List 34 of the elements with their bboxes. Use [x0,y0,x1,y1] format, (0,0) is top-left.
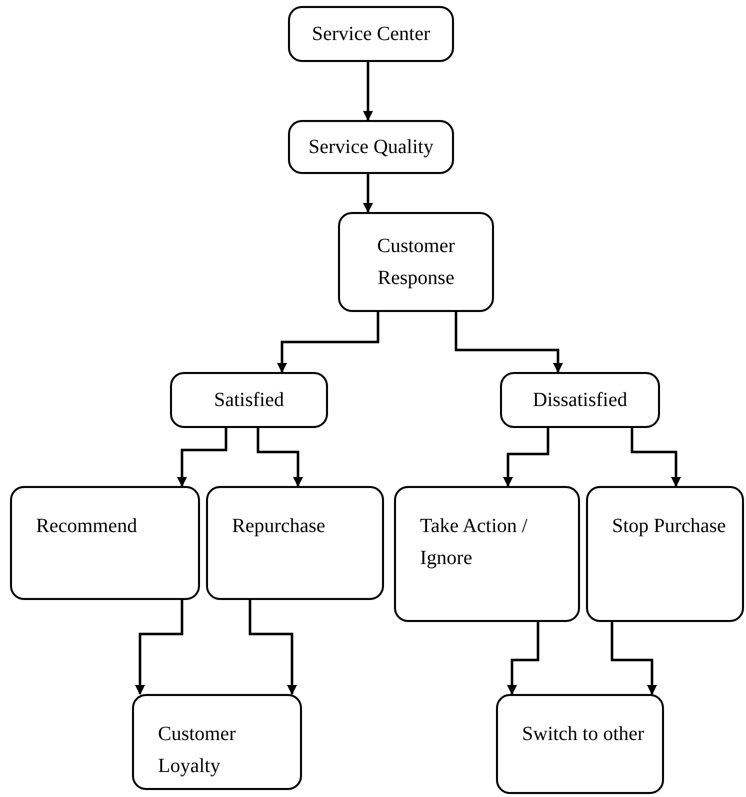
process-box [338,212,494,312]
box-text: Customer Response [376,234,456,291]
arrow [610,622,657,695]
arrow [363,62,373,121]
box-text: Repurchase [232,514,326,539]
box-text: Stop Purchase [612,514,726,539]
arrow [454,312,563,373]
box-text: Customer Loyalty [158,722,237,779]
box-text: Dissatisfied [532,388,628,413]
box-text: Satisfied [214,388,284,413]
box-text: Take Action / Ignore [420,514,528,571]
process-box [132,694,302,790]
arrow [507,622,540,695]
arrow [363,174,373,213]
process-box [288,120,454,174]
arrow [277,312,380,373]
arrow [135,600,184,695]
arrow [248,600,297,695]
process-box [496,694,664,794]
process-box [10,486,200,600]
arrow [256,428,303,487]
box-text: Service Center [312,22,430,47]
box-text: Recommend [36,514,138,539]
arrow [177,428,228,487]
process-box [586,486,744,622]
process-box [288,6,454,62]
arrow [630,428,681,487]
process-box [170,372,328,428]
box-text: Switch to other [522,722,644,747]
arrow [503,428,550,487]
process-box [394,486,580,622]
process-box [500,372,660,428]
box-text: Service Quality [308,135,434,160]
process-box [206,486,384,600]
